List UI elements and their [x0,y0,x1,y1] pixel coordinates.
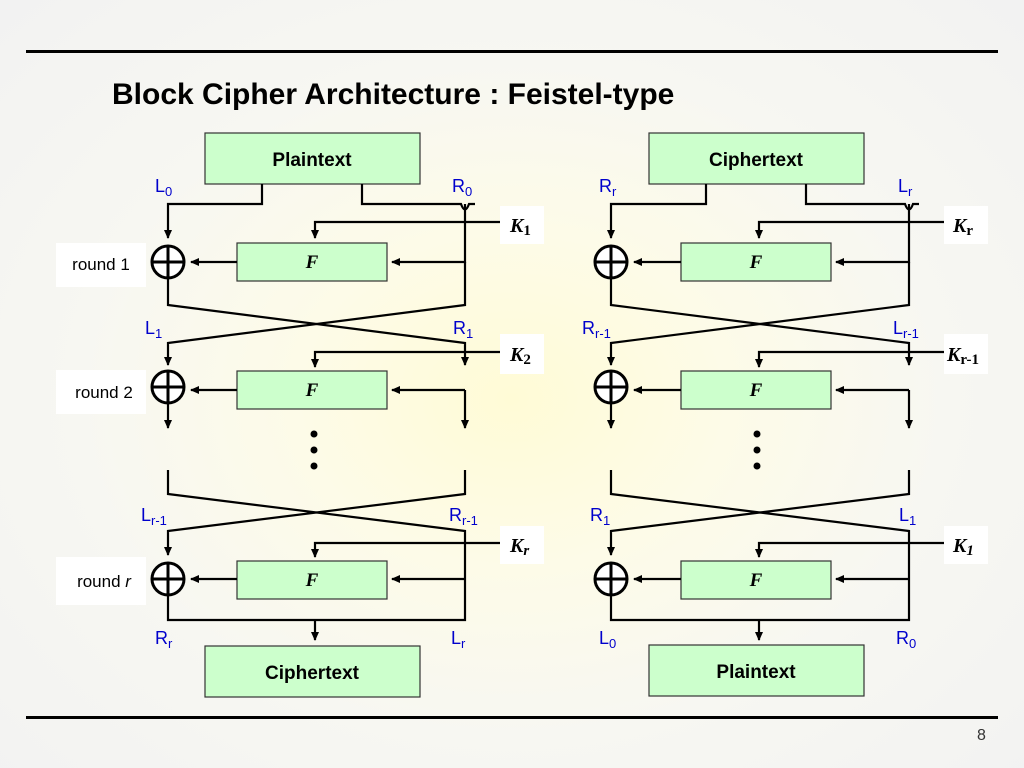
enc-f-box-1 [236,242,388,282]
dec-ellipsis-dot [753,430,761,438]
enc-ellipsis-dot [310,430,318,438]
enc-wire-label: Lr [451,628,466,651]
enc-key-2: K2 [509,344,531,368]
enc-wire-label: Rr [155,628,173,651]
dec-key-r-1: Kr-1 [946,344,979,368]
dec-ellipsis-dot [753,462,761,470]
dec-ciphertext-label: Ciphertext [709,150,804,171]
enc-key-box [500,334,544,374]
dec-f-label-1: F [749,252,763,273]
dec-f-box-r [680,560,832,600]
enc-plaintext-box [204,132,421,185]
dec-wire-label: Lr-1 [893,318,919,341]
dec-key-r: Kr [952,215,973,239]
dec-key-box [944,334,988,374]
dec-wire-label: Lr [898,176,913,199]
page-number: 8 [977,727,986,744]
dec-wire-label: R1 [590,505,610,528]
enc-wire-label: L1 [145,318,162,341]
dec-xor-r [593,561,629,597]
enc-wire-label: R1 [453,318,473,341]
round-label-box [56,243,146,287]
dec-ciphertext-box [648,132,865,185]
dec-wire-label: R0 [896,628,916,651]
enc-plaintext-label: Plaintext [272,150,352,171]
enc-key-r: Kr [509,535,529,559]
enc-wire-label: Rr-1 [449,505,478,528]
enc-key-1: K1 [509,215,531,239]
dec-wire-label: L1 [899,505,916,528]
encryption-network: Plaintext Ciphertext F F F [56,132,544,698]
enc-f-label-2: F [305,380,319,401]
decryption-network: Ciphertext Plaintext F F F [582,132,988,697]
enc-wire-label: L0 [155,176,172,199]
enc-ciphertext-box [204,645,421,698]
dec-key-box [944,526,988,564]
top-rule [26,50,998,53]
enc-f-box-r [236,560,388,600]
enc-xor-1 [150,244,186,280]
bottom-rule [26,716,998,719]
slide-title: Block Cipher Architecture : Feistel-type [112,78,675,111]
dec-wire-label: Rr [599,176,617,199]
dec-xor-2 [593,369,629,405]
enc-ciphertext-label: Ciphertext [265,663,360,684]
enc-xor-2 [150,369,186,405]
enc-f-label-1: F [305,252,319,273]
enc-f-label-r: F [305,570,319,591]
round-label-box [56,370,146,414]
dec-f-box-1 [680,242,832,282]
round-label-2: round 2 [75,383,133,402]
enc-key-box [500,206,544,244]
enc-ellipsis-dot [310,446,318,454]
dec-plaintext-label: Plaintext [716,662,796,683]
dec-key-1: K1 [952,535,974,559]
dec-f-label-r: F [749,570,763,591]
enc-xor-r [150,561,186,597]
enc-key-box [500,526,544,564]
dec-xor-1 [593,244,629,280]
dec-wire-label: L0 [599,628,616,651]
round-label-r: round r [77,572,132,591]
dec-f-box-2 [680,370,832,410]
enc-ellipsis-dot [310,462,318,470]
round-label-1: round 1 [72,255,130,274]
enc-wire-label: R0 [452,176,472,199]
dec-plaintext-box [648,644,865,697]
dec-f-label-2: F [749,380,763,401]
dec-key-box [944,206,988,244]
dec-ellipsis-dot [753,446,761,454]
enc-wire-label: Lr-1 [141,505,167,528]
round-label-box [56,557,146,605]
dec-wire-label: Rr-1 [582,318,611,341]
